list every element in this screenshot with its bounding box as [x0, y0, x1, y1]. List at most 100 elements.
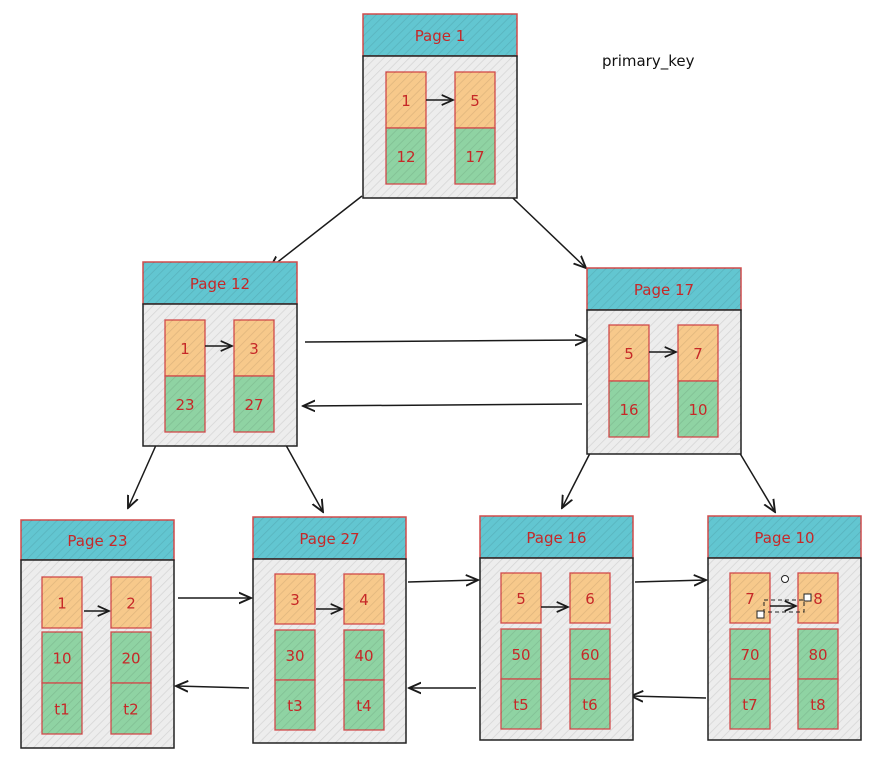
cell-hatch — [570, 573, 610, 623]
cell-hatch — [234, 320, 274, 376]
rotate-handle[interactable] — [781, 575, 789, 583]
node-page27: Page 27 3 30 t3 4 40 t4 — [252, 516, 407, 744]
cell-hatch — [42, 683, 82, 734]
cell-label: 80 — [808, 646, 827, 664]
cell-label: 10 — [52, 650, 71, 668]
header-hatch — [587, 268, 741, 310]
header-hatch — [253, 517, 406, 559]
cell-label: 27 — [244, 396, 263, 414]
edge-page16-page10 — [634, 580, 706, 582]
cell-label: 3 — [290, 591, 300, 609]
node-title: Page 27 — [299, 530, 359, 548]
cell-hatch — [570, 629, 610, 679]
edge-page12-page17 — [304, 340, 587, 342]
cell-hatch — [165, 320, 205, 376]
cell-hatch — [501, 573, 541, 623]
cell-hatch — [798, 679, 838, 729]
cell-hatch — [275, 630, 315, 680]
header-hatch — [21, 520, 174, 560]
node-title: Page 23 — [67, 532, 127, 550]
header-hatch — [708, 516, 861, 558]
cell-hatch — [386, 72, 426, 128]
cell-label: 17 — [465, 148, 484, 166]
cell-hatch — [275, 680, 315, 730]
edge-page10-page16 — [631, 696, 707, 698]
cell-hatch — [386, 128, 426, 184]
cell-label: 60 — [580, 646, 599, 664]
cell-hatch — [165, 376, 205, 432]
cell-hatch — [609, 325, 649, 381]
cell-label: t3 — [287, 697, 302, 715]
edge-page1-page12 — [270, 195, 363, 268]
cell-hatch — [609, 381, 649, 437]
cell-label: 5 — [624, 345, 634, 363]
cell-hatch — [798, 629, 838, 679]
cell-hatch — [42, 577, 82, 628]
cell-label: 40 — [354, 647, 373, 665]
resize-handle-end[interactable] — [803, 593, 812, 602]
cell-label: t5 — [513, 696, 528, 714]
node-page1: Page 1 1 12 5 17 — [362, 13, 518, 199]
cell-hatch — [678, 325, 718, 381]
resize-handle-start[interactable] — [756, 610, 765, 619]
caption-primary-key: primary_key — [602, 52, 695, 71]
cell-label: 3 — [249, 340, 259, 358]
cell-hatch — [344, 630, 384, 680]
edge-page17-page12 — [303, 404, 583, 406]
cell-hatch — [275, 574, 315, 624]
cell-hatch — [455, 128, 495, 184]
cell-hatch — [501, 629, 541, 679]
cell-hatch — [730, 629, 770, 679]
cell-label: t1 — [54, 701, 69, 719]
cell-hatch — [570, 679, 610, 729]
cell-label: t6 — [582, 696, 597, 714]
header-hatch — [143, 262, 297, 304]
cell-label: 30 — [285, 647, 304, 665]
cell-label: t4 — [356, 697, 371, 715]
cell-label: 1 — [57, 595, 67, 613]
cell-label: t2 — [123, 701, 138, 719]
node-title: Page 16 — [526, 529, 586, 547]
selection-box[interactable] — [763, 599, 805, 613]
cell-label: t7 — [742, 696, 757, 714]
cell-hatch — [344, 680, 384, 730]
cell-label: 20 — [121, 650, 140, 668]
cell-label: 50 — [511, 646, 530, 664]
cell-label: 23 — [175, 396, 194, 414]
cell-label: 7 — [693, 345, 703, 363]
cell-label: 7 — [745, 590, 755, 608]
cell-label: 4 — [359, 591, 369, 609]
cell-label: 5 — [470, 92, 480, 110]
header-hatch — [363, 14, 517, 56]
cell-label: 5 — [516, 590, 526, 608]
cell-hatch — [111, 683, 151, 734]
cell-label: 16 — [619, 401, 638, 419]
node-page16: Page 16 5 50 t5 6 60 t6 — [479, 515, 634, 741]
edge-page27-page23 — [176, 686, 250, 688]
node-title: Page 1 — [415, 27, 466, 45]
edge-page27-page16 — [407, 580, 478, 582]
selection-handles[interactable] — [756, 575, 812, 619]
cell-label: 70 — [740, 646, 759, 664]
cell-hatch — [234, 376, 274, 432]
cell-hatch — [730, 679, 770, 729]
header-hatch — [480, 516, 633, 558]
cell-label: 1 — [180, 340, 190, 358]
node-title: Page 17 — [634, 281, 694, 299]
cell-hatch — [42, 632, 82, 683]
node-page17: Page 17 5 16 7 10 — [586, 267, 742, 455]
node-title: Page 10 — [754, 529, 814, 547]
cell-hatch — [501, 679, 541, 729]
cell-hatch — [678, 381, 718, 437]
cell-hatch — [344, 574, 384, 624]
cell-label: 1 — [401, 92, 411, 110]
cell-hatch — [111, 632, 151, 683]
cell-label: 10 — [688, 401, 707, 419]
cell-label: 12 — [396, 148, 415, 166]
cell-label: 8 — [813, 590, 823, 608]
cell-label: 6 — [585, 590, 595, 608]
